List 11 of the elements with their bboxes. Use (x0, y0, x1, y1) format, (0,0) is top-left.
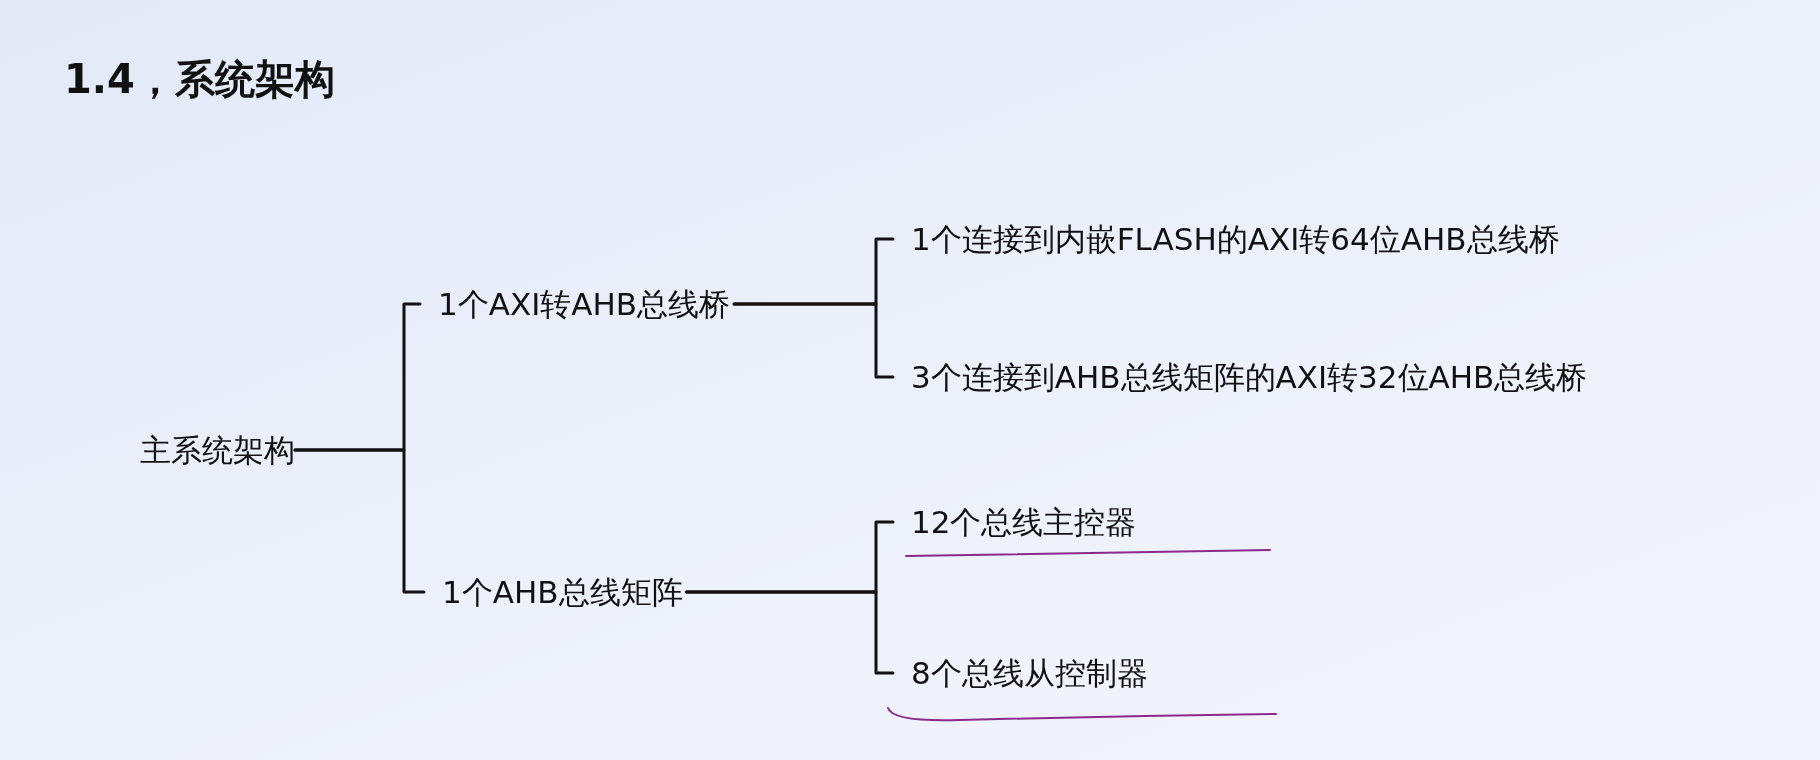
tree-node-text: 1个AHB总线矩阵 (424, 571, 687, 613)
bracket-connector (685, 590, 895, 675)
bracket-connector (732, 302, 895, 379)
tree-node-text: 主系统架构 (140, 429, 295, 471)
tree-node-text: 3个连接到AHB总线矩阵的AXI转32位AHB总线桥 (893, 356, 1592, 398)
tree-node-text: 1个AXI转AHB总线桥 (420, 283, 735, 325)
slide-title: 1.4，系统架构 (64, 55, 335, 104)
tree-node-text: 1个连接到内嵌FLASH的AXI转64位AHB总线桥 (893, 218, 1564, 260)
tree-node-text: 12个总线主控器 (893, 501, 1141, 543)
tree-node-text: 8个总线从控制器 (893, 652, 1152, 694)
bracket-connector (293, 448, 426, 594)
